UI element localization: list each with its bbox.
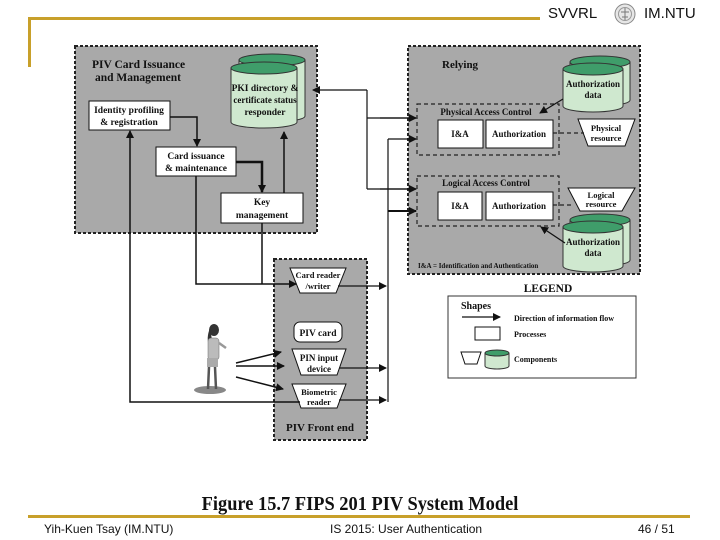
arrow-card-to-key (236, 160, 266, 193)
legend-shapes: Shapes (461, 301, 491, 312)
auth-data-top-line1: Authorization (566, 79, 620, 89)
piv-card-label: PIV card (299, 329, 337, 339)
footer-author: Yih-Kuen Tsay (IM.NTU) (44, 522, 174, 536)
issuance-title-line2: and Management (95, 72, 181, 84)
logical-ia-label: I&A (451, 201, 469, 211)
physical-authz-label: Authorization (492, 129, 546, 139)
frame-top-rule (28, 17, 540, 20)
auth-data-top-line2: data (584, 90, 602, 100)
pki-label-line3: responder (245, 108, 287, 118)
physical-access-control-box (416, 103, 560, 156)
identity-profiling-box (88, 100, 171, 131)
arrow-authdata-to-logical (540, 226, 566, 244)
logical-access-title: Logical Access Control (442, 178, 530, 188)
logical-resource-shape (567, 187, 636, 212)
logical-access-control-box (416, 175, 560, 227)
physical-resource-line2: resource (591, 133, 622, 143)
auth-data-bottom-line2: data (584, 248, 602, 258)
arrow-authdata-to-physical (539, 98, 564, 114)
pin-label-line1: PIN input (300, 353, 338, 363)
physical-ia-label: I&A (451, 129, 469, 139)
physical-authorization-box (485, 119, 554, 149)
pin-input-shape (291, 348, 347, 376)
logical-ia-box (437, 191, 483, 221)
physical-ia-box (437, 119, 484, 149)
physical-access-title: Physical Access Control (440, 107, 532, 117)
ntu-seal-icon (614, 3, 636, 25)
arrow-user-to-piv-card (235, 349, 282, 364)
legend-component-trapezoid (460, 351, 482, 365)
card-issuance-label-line2: & maintenance (165, 164, 227, 174)
frame-bottom-rule (28, 515, 690, 518)
legend-component-cylinder (484, 349, 510, 370)
identity-label-line2: & registration (100, 118, 158, 128)
front-end-title: PIV Front end (286, 422, 354, 434)
biometric-label-line2: reader (307, 397, 331, 407)
biometric-label-line1: Biometric (301, 387, 337, 397)
piv-card-shape (293, 321, 343, 343)
key-management-box (220, 192, 304, 224)
authorization-data-bottom-cylinder (562, 213, 631, 273)
legend-components-label: Components (514, 355, 557, 364)
ia-footnote: I&A = Identification and Authentication (418, 262, 538, 270)
card-issuance-label-line1: Card issuance (167, 152, 224, 162)
user-person-icon (194, 324, 227, 394)
issuance-title-line1: PIV Card Issuance (92, 59, 185, 71)
figure-caption: Figure 15.7 FIPS 201 PIV System Model (201, 493, 519, 515)
card-reader-line1: Card reader (296, 270, 341, 280)
header-org: IM.NTU (644, 5, 696, 22)
legend-flow-label: Direction of information flow (514, 314, 614, 323)
frame-left-rule (28, 17, 31, 67)
pki-directory-cylinder (230, 53, 306, 129)
legend-process-box (474, 326, 501, 341)
authorization-data-top-cylinder (562, 55, 631, 113)
pki-label-line2: certificate status (233, 95, 297, 105)
arrow-user-to-biometric (235, 376, 284, 392)
logical-authorization-box (485, 191, 554, 221)
key-label-line1: Key (254, 198, 271, 208)
header-lab: SVVRL (548, 5, 598, 22)
auth-data-bottom-line1: Authorization (566, 237, 620, 247)
logical-resource-line2: resource (586, 199, 617, 209)
card-reader-line2: /writer (304, 281, 330, 291)
logical-resource-line1: Logical (588, 190, 616, 200)
arrow-identity-to-card (170, 116, 201, 147)
footer-course: IS 2015: User Authentication (330, 522, 483, 536)
line-biometric-to-identity (126, 130, 300, 403)
identity-label-line1: Identity profiling (94, 106, 164, 116)
pin-label-line2: device (307, 364, 331, 374)
footer-page-number: 46 / 51 (638, 522, 675, 536)
legend-processes-label: Processes (514, 330, 546, 339)
relying-title: Relying (442, 59, 479, 71)
physical-resource-shape (577, 118, 636, 147)
legend-title: LEGEND (524, 283, 573, 295)
physical-resource-line1: Physical (591, 123, 622, 133)
logical-authz-label: Authorization (492, 201, 546, 211)
key-label-line2: management (236, 211, 289, 221)
pki-label-line1: PKI directory & (232, 84, 299, 94)
biometric-reader-shape (291, 383, 347, 409)
card-issuance-box (155, 146, 237, 177)
